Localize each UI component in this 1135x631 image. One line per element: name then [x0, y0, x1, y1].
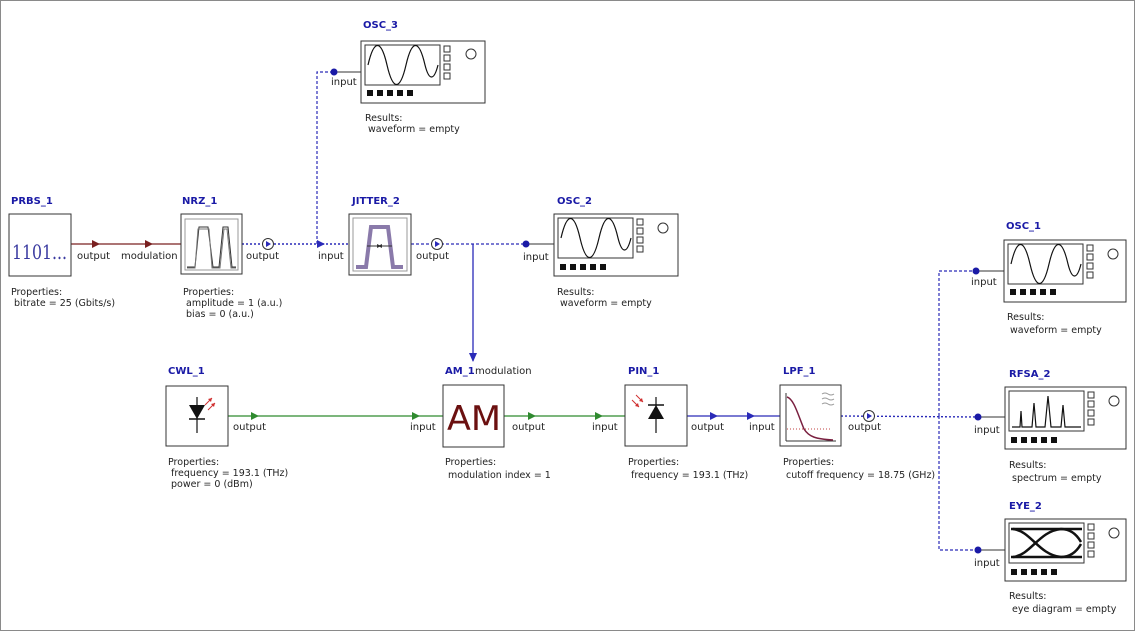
lpf-prop-1: cutoff frequency = 18.75 (GHz): [783, 470, 935, 481]
block-pin[interactable]: PIN_1 input output Properties: frequency…: [592, 366, 748, 481]
osc3-title: OSC_3: [363, 20, 398, 31]
block-rfsa[interactable]: RFSA_2 input Results: spectrum = empty: [974, 369, 1127, 484]
jitter-pulse-icon: [352, 217, 408, 272]
osc2-title: OSC_2: [557, 196, 592, 207]
eye-diagram-icon: [1011, 527, 1083, 559]
nrz-port-output: output: [246, 251, 279, 262]
osc1-prop-0: Results:: [1007, 312, 1045, 323]
block-osc2[interactable]: OSC_2 input Results: waveform = empty: [523, 196, 679, 309]
pin-prop-1: frequency = 193.1 (THz): [628, 470, 748, 481]
am-port-modulation: modulation: [475, 366, 532, 377]
nrz-prop-0: Properties:: [183, 287, 234, 298]
osc2-prop-1: waveform = empty: [557, 298, 652, 309]
jitter-port-input: input: [318, 251, 344, 262]
rfsa-prop-1: spectrum = empty: [1009, 473, 1102, 484]
block-jitter[interactable]: JITTER_2 input output: [318, 196, 449, 276]
block-cwl[interactable]: CWL_1 output Properties: frequency = 193…: [165, 366, 288, 490]
block-lpf[interactable]: LPF_1 input output Properties: cutoff fr…: [749, 366, 935, 481]
wire-nrz-jitter[interactable]: [242, 240, 349, 248]
am-box[interactable]: [442, 384, 505, 448]
spectrum-icon: [1012, 395, 1081, 428]
block-nrz[interactable]: NRZ_1 modulation output Properties: ampl…: [121, 196, 282, 320]
cwl-port-output: output: [233, 422, 266, 433]
nrz-port-modulation: modulation: [121, 251, 178, 262]
lowpass-curve-icon: [785, 392, 836, 442]
jitter-port-output: output: [416, 251, 449, 262]
photodiode-icon: [631, 394, 664, 433]
osc1-title: OSC_1: [1006, 221, 1041, 232]
nrz-prop-1: amplitude = 1 (a.u.): [183, 298, 282, 309]
prbs-prop-0: Properties:: [11, 287, 62, 298]
am-prop-0: Properties:: [445, 457, 496, 468]
prbs-glyph: 1101...: [12, 240, 67, 264]
lpf-title: LPF_1: [783, 366, 816, 377]
am-prop-1: modulation index = 1: [445, 470, 551, 481]
jitter-box[interactable]: [348, 213, 412, 276]
cwl-prop-2: power = 0 (dBm): [168, 479, 253, 490]
block-am[interactable]: AM_1 modulation AM input output Properti…: [410, 366, 551, 481]
wire-pin-lpf[interactable]: [687, 412, 780, 420]
lpf-box[interactable]: [779, 384, 842, 447]
osc2-prop-0: Results:: [557, 287, 595, 298]
prbs-title: PRBS_1: [11, 196, 53, 207]
eye-prop-0: Results:: [1009, 591, 1047, 602]
wire-to-osc3[interactable]: [316, 71, 361, 244]
am-port-output: output: [512, 422, 545, 433]
eye-port-input: input: [974, 558, 1000, 569]
cwl-prop-1: frequency = 193.1 (THz): [168, 468, 288, 479]
wire-cwl-am[interactable]: [228, 412, 443, 420]
wire-prbs-nrz[interactable]: [71, 240, 181, 248]
block-osc1[interactable]: OSC_1 input Results: waveform = empty: [971, 221, 1127, 336]
osc1-port-input: input: [971, 277, 997, 288]
nrz-pulse-icon: [184, 218, 239, 271]
pin-port-output: output: [691, 422, 724, 433]
cwl-prop-0: Properties:: [168, 457, 219, 468]
rfsa-port-input: input: [974, 425, 1000, 436]
osc3-prop-1: waveform = empty: [365, 124, 460, 135]
wire-jitter-am[interactable]: [469, 244, 477, 362]
osc3-prop-0: Results:: [365, 113, 403, 124]
prbs-port-output: output: [77, 251, 110, 262]
block-eye[interactable]: EYE_2 input Results: eye diagram = empty: [974, 501, 1127, 615]
nrz-prop-2: bias = 0 (a.u.): [183, 309, 254, 320]
lpf-port-output: output: [848, 422, 881, 433]
block-prbs[interactable]: PRBS_1 1101... output Properties: bitrat…: [8, 196, 115, 309]
pin-prop-0: Properties:: [628, 457, 679, 468]
block-osc3[interactable]: OSC_3 input Results: waveform = empty: [331, 20, 486, 135]
nrz-title: NRZ_1: [182, 196, 217, 207]
prbs-prop-1: bitrate = 25 (Gbits/s): [11, 298, 115, 309]
lpf-port-input: input: [749, 422, 775, 433]
eye-title: EYE_2: [1009, 501, 1042, 512]
osc1-prop-1: waveform = empty: [1007, 325, 1102, 336]
cwl-title: CWL_1: [168, 366, 205, 377]
am-port-input: input: [410, 422, 436, 433]
wire-lpf-fanout[interactable]: [840, 270, 1005, 551]
rfsa-title: RFSA_2: [1009, 369, 1050, 380]
laser-diode-icon: [189, 397, 216, 433]
prbs-box[interactable]: [8, 213, 72, 277]
pin-title: PIN_1: [628, 366, 659, 377]
am-title: AM_1: [445, 366, 475, 377]
pin-port-input: input: [592, 422, 618, 433]
lpf-prop-0: Properties:: [783, 457, 834, 468]
jitter-title: JITTER_2: [351, 196, 400, 207]
eye-prop-1: eye diagram = empty: [1009, 604, 1117, 615]
wire-am-pin[interactable]: [504, 412, 625, 420]
port-markers: [262, 68, 982, 554]
am-glyph: AM: [447, 399, 501, 439]
osc2-port-input: input: [523, 252, 549, 263]
osc3-port-input: input: [331, 77, 357, 88]
rfsa-prop-0: Results:: [1009, 460, 1047, 471]
